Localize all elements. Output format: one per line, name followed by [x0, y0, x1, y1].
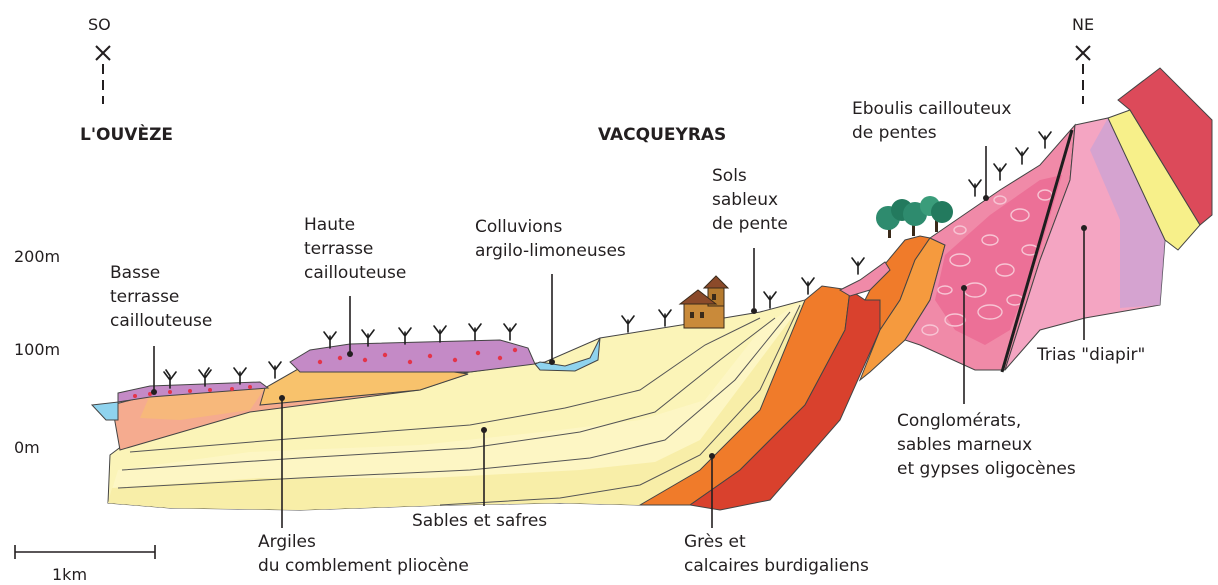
elevation-0m: 0m	[14, 438, 40, 457]
label-trias-diapir: Trias "diapir"	[1036, 345, 1145, 365]
leader-sols-dot	[751, 308, 757, 314]
vacqueyras-village	[680, 276, 728, 328]
orientation-right-marker-icon	[1076, 46, 1090, 104]
label-colluvions: Colluvions argilo-limoneuses	[475, 217, 626, 261]
place-ouveze: L'OUVÈZE	[80, 123, 173, 145]
place-vacqueyras: VACQUEYRAS	[598, 125, 726, 145]
label-conglomerats: Conglomérats, sables marneux et gypses o…	[897, 411, 1076, 479]
orientation-left-label: SO	[88, 15, 111, 34]
leader-conglomerats-dot	[961, 285, 967, 291]
orientation-left-marker-icon	[96, 46, 110, 104]
leader-argiles-dot	[279, 395, 285, 401]
layer-haute-terrasse	[290, 340, 535, 372]
label-basse-terrasse: Basse terrasse caillouteuse	[110, 263, 212, 331]
leader-eboulis-dot	[983, 195, 989, 201]
leader-haute-dot	[347, 351, 353, 357]
label-haute-terrasse: Haute terrasse caillouteuse	[304, 215, 406, 283]
leader-gres-dot	[709, 453, 715, 459]
orientation-right-label: NE	[1072, 15, 1094, 34]
label-argiles: Argiles du comblement pliocène	[258, 532, 469, 576]
leader-trias-dot	[1081, 225, 1087, 231]
scale-bar	[15, 545, 155, 559]
elevation-200m: 200m	[14, 247, 60, 266]
leader-basse-dot	[151, 389, 157, 395]
label-sables-safres: Sables et safres	[412, 511, 547, 531]
elevation-100m: 100m	[14, 340, 60, 359]
label-gres-calcaires: Grès et calcaires burdigaliens	[684, 532, 869, 576]
label-sols-sableux: Sols sableux de pente	[712, 166, 788, 234]
scale-bar-label: 1km	[52, 565, 87, 584]
label-eboulis: Eboulis caillouteux de pentes	[852, 99, 1017, 143]
leader-sables-dot	[481, 427, 487, 433]
leader-colluvions-dot	[549, 359, 555, 365]
river-ouveze	[92, 402, 118, 420]
